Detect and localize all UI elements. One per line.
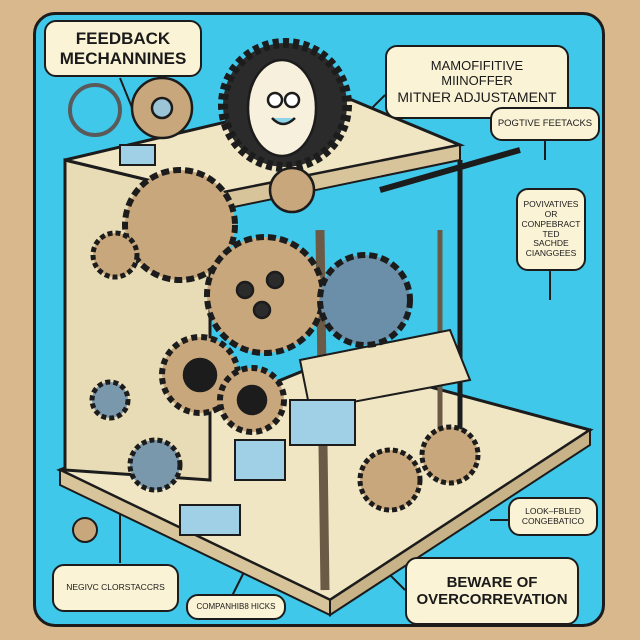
callout-line: MAMOFIFITIVE [430,58,524,74]
gears [68,38,481,513]
callout-line: LOOK–FBLED [525,505,581,516]
callout-line: MIINOFFER [441,72,513,88]
callout-line: CONPEBRACT [521,218,581,229]
callout-companhib-hicks: COMPANHIB8 HICKS [186,594,286,620]
callout-line: NEGIVC CLORSTACCRS [66,582,165,593]
callout-line: OVERCORREVATION [416,591,568,608]
callout-line: FEEDBACK [75,28,171,48]
callout-line: CIANGGEES [525,248,577,259]
callout-line: MECHANNINES [59,48,187,68]
callout-line: MITNER ADJUSTAMENT [397,88,557,105]
callout-negative-constraints: NEGIVC CLORSTACCRS [52,564,179,612]
middle-shelf [298,328,472,412]
callout-line: BEWARE OF [446,573,538,591]
callout-line: POVIVATIVES [523,199,579,210]
small-robot [72,517,98,543]
callout-line: TED [542,228,560,239]
callout-positive-feedbacks: POGTIVE FEETACKS [490,107,600,141]
callout-line: OR [544,208,558,219]
callout-line: CONGEBATICO [521,515,585,526]
callout-line: SACHDE [533,238,569,249]
blue-blocks [119,144,356,536]
callout-line: POGTIVE FEETACKS [497,117,593,129]
callout-line: COMPANHIB8 HICKS [196,602,276,612]
